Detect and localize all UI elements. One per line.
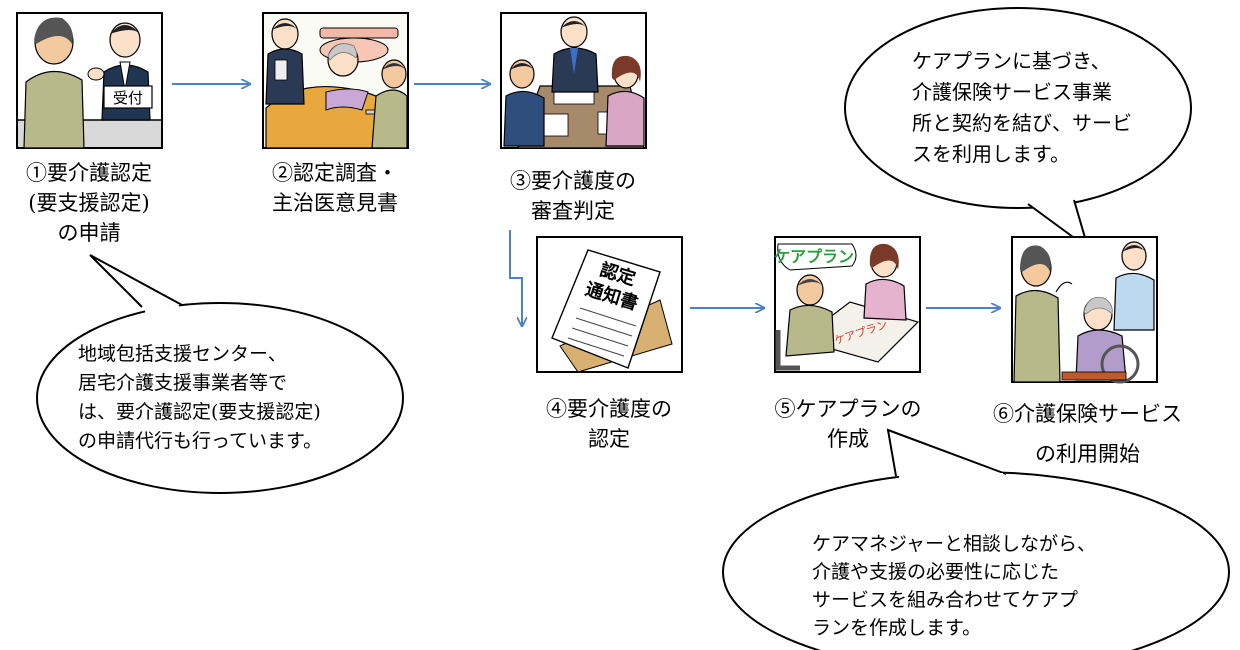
step-2-caption: ②認定調査・ 主治医意見書 xyxy=(250,158,420,218)
step-2-line-1: ②認定調査・ xyxy=(272,161,398,185)
bubble-bottom-line-3: サービスを組み合わせてケアプ xyxy=(812,589,1079,611)
reception-sign-text: 受付 xyxy=(113,89,143,107)
step-3-line-1: ③要介護度の xyxy=(510,169,636,193)
step-1-line-3: の申請 xyxy=(57,221,121,245)
illustration-bedside-survey xyxy=(262,12,409,149)
illustration-review-meeting xyxy=(500,12,647,149)
arrow-3-to-4 xyxy=(509,230,522,326)
step-6-caption: ⑥介護保険サービス の利用開始 xyxy=(980,394,1195,474)
step-3-caption: ③要介護度の 審査判定 xyxy=(488,166,658,226)
bubble-bottom-line-1: ケアマネジャーと相談しながら、 xyxy=(812,533,1097,555)
bubble-top-line-2: 介護保険サービス事業 xyxy=(912,80,1112,104)
bubble-left-text: 地域包括支援センター、 居宅介護支援事業者等で は、要介護認定(要支援認定) の… xyxy=(78,340,322,456)
bubble-bottom-line-2: 介護や支援の必要性に応じた xyxy=(812,561,1060,583)
illustration-service-use xyxy=(1011,236,1158,384)
careplan-sign-text: ケアプラン xyxy=(774,247,854,266)
bubble-top-text: ケアプランに基づき、 介護保険サービス事業 所と契約を結び、サービ スを利用しま… xyxy=(912,46,1132,170)
bubble-left-line-3: は、要介護認定(要支援認定) xyxy=(78,401,321,423)
speech-bubble-bottom xyxy=(722,428,1230,650)
bubble-top-line-1: ケアプランに基づき、 xyxy=(912,49,1111,73)
step-6-line-2: の利用開始 xyxy=(1035,442,1140,466)
step-5-line-1: ⑤ケアプランの xyxy=(774,397,922,421)
bubble-left-line-1: 地域包括支援センター、 xyxy=(78,343,287,365)
bubble-top-line-3: 所と契約を結び、サービ xyxy=(912,111,1132,135)
step-4-line-2: 認定 xyxy=(588,427,630,451)
bubble-left-line-4: の申請代行も行っています。 xyxy=(78,430,323,452)
step-1-caption: ①要介護認定 (要支援認定) の申請 xyxy=(4,158,174,248)
step-5-line-2: 作成 xyxy=(827,427,869,451)
step-6-line-1: ⑥介護保険サービス xyxy=(993,402,1182,426)
bubble-bottom-text: ケアマネジャーと相談しながら、 介護や支援の必要性に応じた サービスを組み合わせ… xyxy=(812,530,1096,642)
step-2-line-2: 主治医意見書 xyxy=(272,191,398,215)
speech-bubble-left xyxy=(36,254,404,494)
step-1-line-1: ①要介護認定 xyxy=(26,161,152,185)
step-1-line-2: (要支援認定) xyxy=(28,191,150,215)
step-5-caption: ⑤ケアプランの 作成 xyxy=(758,394,938,454)
illustration-careplan-creation: ケアプラン ケアプラン xyxy=(774,236,921,373)
step-3-line-2: 審査判定 xyxy=(531,199,615,223)
flow-arrows xyxy=(172,84,1000,326)
bubble-left-line-2: 居宅介護支援事業者等で xyxy=(78,372,288,394)
illustration-reception: 受付 xyxy=(16,12,163,149)
illustration-notice-document: 認定 通知書 xyxy=(536,236,683,373)
step-4-caption: ④要介護度の 認定 xyxy=(524,394,694,454)
step-4-line-1: ④要介護度の xyxy=(546,397,672,421)
bubble-top-line-4: スを利用します。 xyxy=(912,142,1070,166)
bubble-bottom-line-4: ランを作成します。 xyxy=(812,617,982,639)
